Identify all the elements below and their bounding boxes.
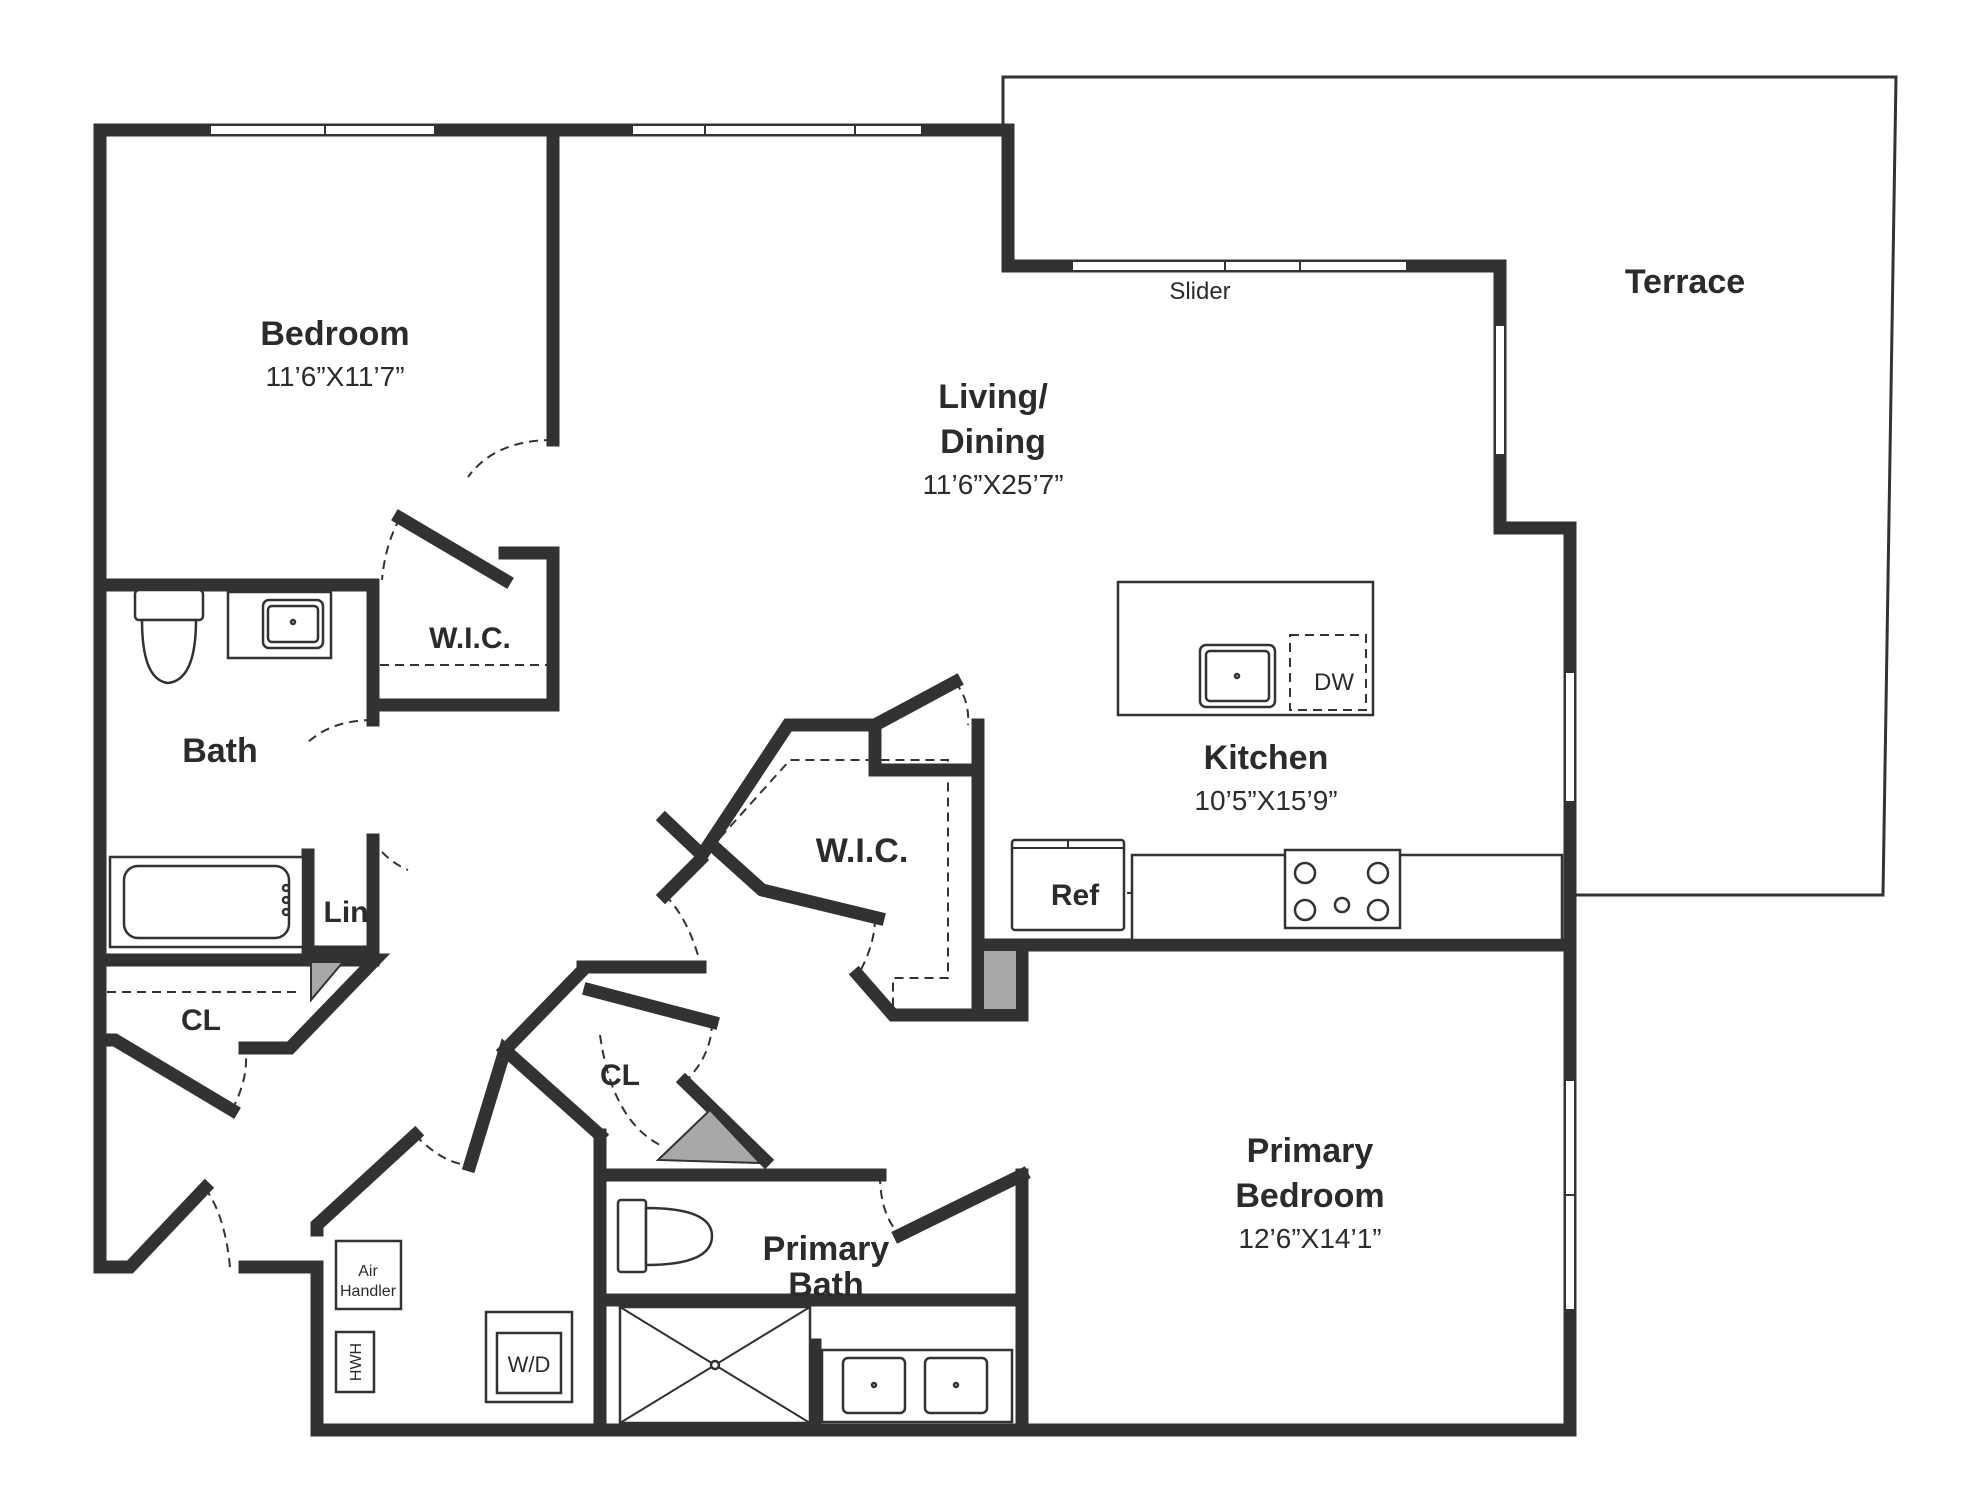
primary-bedroom-dimensions: 12’6”X14’1” <box>1238 1223 1381 1254</box>
primary-bath-name-line2: Bath <box>788 1266 864 1304</box>
room-labels: Bedroom 11’6”X11’7” Living/ Dining 11’6”… <box>181 263 1745 1381</box>
primary-bedroom-name-line1: Primary <box>1247 1132 1374 1170</box>
closet-center-name: CL <box>600 1059 640 1092</box>
primary-toilet-tank <box>616 1198 648 1274</box>
bath-toilet-tank <box>133 588 205 622</box>
bath-name: Bath <box>182 732 258 770</box>
wic-bedroom-name: W.I.C. <box>429 622 511 655</box>
primary-bath-fixtures <box>616 1198 1014 1425</box>
interior-walls <box>93 123 1577 1437</box>
bath-toilet-bowl <box>140 618 198 685</box>
refrigerator-label: Ref <box>1051 879 1100 912</box>
air-handler-label-line1: Air <box>358 1263 378 1280</box>
bedroom-name: Bedroom <box>260 315 409 353</box>
bath-fixtures <box>108 588 333 949</box>
door-swings <box>204 439 970 1268</box>
kitchen-fixtures <box>1010 580 1564 942</box>
closet-hall-name: CL <box>181 1004 221 1037</box>
dishwasher <box>1289 634 1367 711</box>
slider-label: Slider <box>1169 278 1230 305</box>
primary-bath-name-line1: Primary <box>763 1230 890 1268</box>
primary-bedroom-name-line2: Bedroom <box>1235 1177 1384 1215</box>
bedroom-dimensions: 11’6”X11’7” <box>265 361 404 392</box>
living-name-line1: Living/ <box>938 378 1048 416</box>
washer-dryer-label: W/D <box>508 1352 551 1377</box>
exterior-windows <box>209 124 1576 1311</box>
terrace-area <box>1001 75 1898 897</box>
kitchen-name: Kitchen <box>1204 739 1329 777</box>
linen-name: Lin <box>324 896 369 929</box>
living-name-line2: Dining <box>940 423 1046 461</box>
terrace-name: Terrace <box>1625 263 1745 301</box>
air-handler <box>334 1239 403 1311</box>
slider-window <box>1071 260 1408 272</box>
living-dimensions: 11’6”X25’7” <box>922 469 1063 500</box>
water-heater-label: HWH <box>348 1343 365 1381</box>
kitchen-dimensions: 10’5”X15’9” <box>1194 785 1337 816</box>
dishwasher-label: DW <box>1314 669 1354 696</box>
water-heater <box>334 1330 376 1394</box>
utility-fixtures <box>334 1239 574 1404</box>
shaded-chases <box>310 949 1018 1165</box>
primary-toilet-bowl <box>644 1206 714 1267</box>
air-handler-label-line2: Handler <box>340 1283 397 1300</box>
wic-primary-name: W.I.C. <box>816 832 909 870</box>
